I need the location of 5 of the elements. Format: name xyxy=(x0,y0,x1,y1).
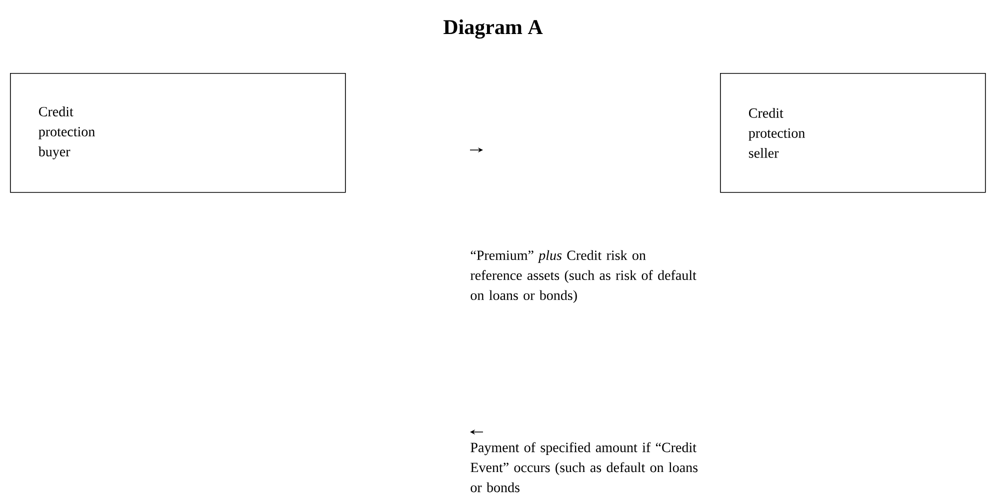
title: Diagram A xyxy=(444,19,543,39)
party-box: Credit protection buyer xyxy=(10,73,346,193)
note-text: “Premium” plus Credit risk on reference assets (such as risk of default on loans or bonds) xyxy=(470,250,696,303)
party-box: Credit protection seller xyxy=(720,73,986,193)
note-text: Payment of specified amount if “Credit Event” occurs (such as default on loans or bonds xyxy=(470,442,698,492)
